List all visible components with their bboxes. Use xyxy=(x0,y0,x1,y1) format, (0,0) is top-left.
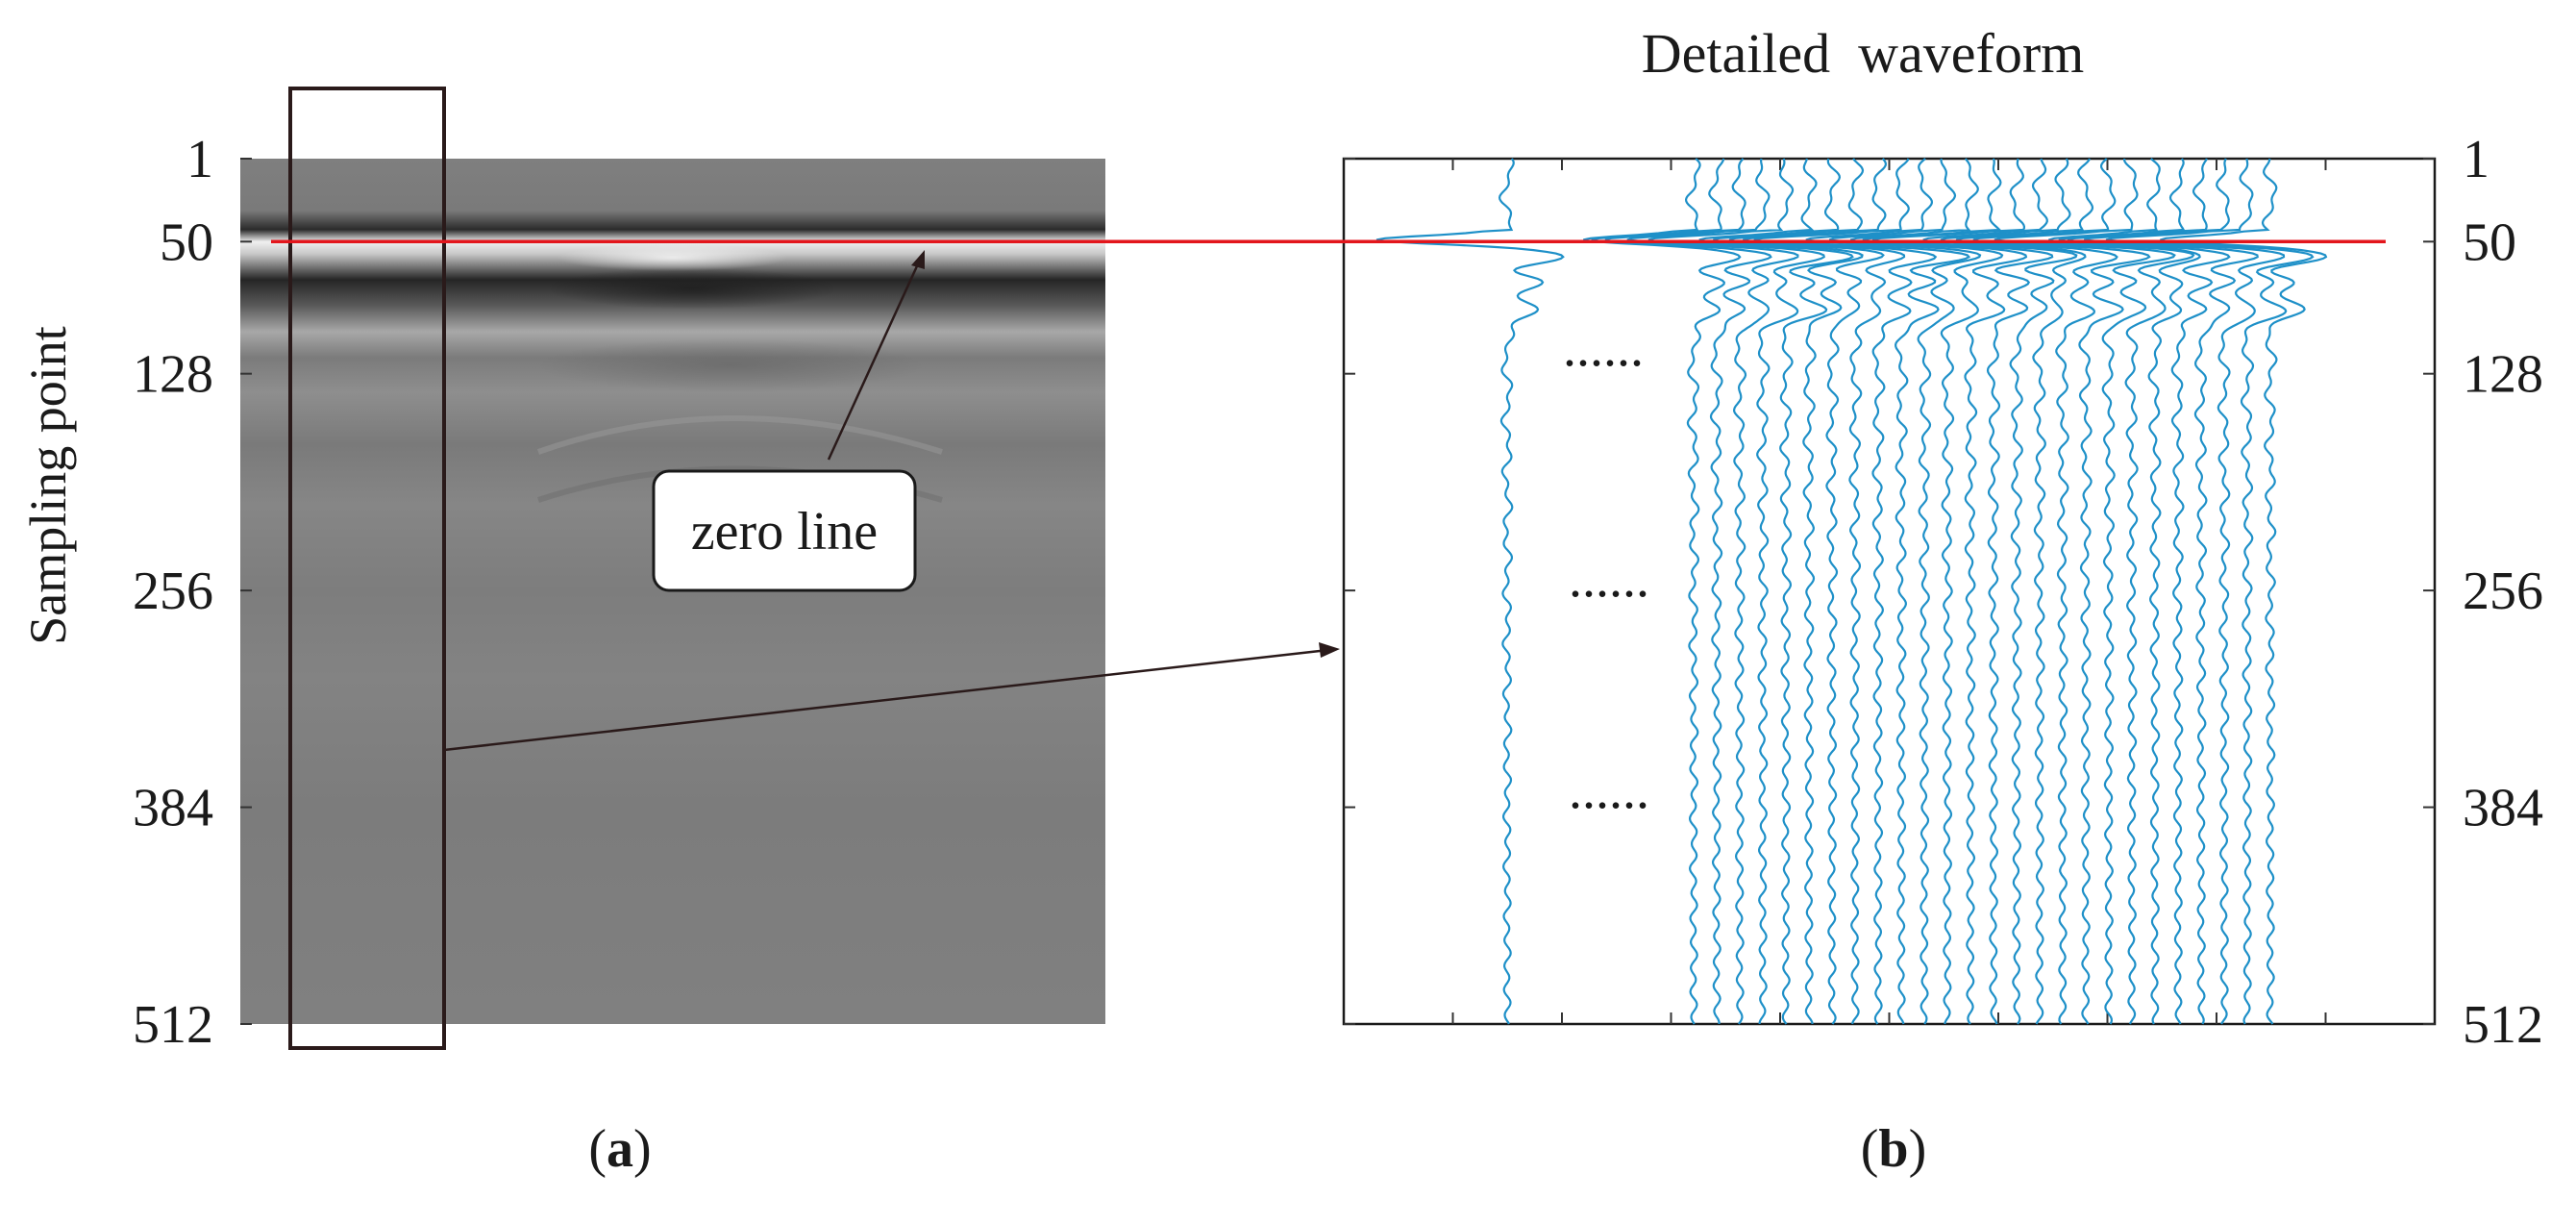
waveform-trace xyxy=(1698,158,1864,1025)
y-tick-label: 256 xyxy=(2463,562,2543,621)
waveform-trace xyxy=(1871,158,2078,1025)
waveform-trace xyxy=(1955,158,2151,1025)
waveform-trace xyxy=(1828,158,2004,1025)
panel-label-b-open: ( xyxy=(1861,1119,1879,1179)
waveform-trace xyxy=(2058,158,2231,1025)
y-axis-title: Sampling point xyxy=(19,326,77,645)
hyperbola-dark-blob xyxy=(548,267,836,310)
waveform-trace xyxy=(1994,158,2195,1025)
waveform-trace xyxy=(1972,158,2176,1025)
panel-label-b: (b) xyxy=(1861,1119,1926,1179)
zero-line-label: zero line xyxy=(691,502,878,562)
panel-b: 1 50 128 256 384 512 Detailed waveform ......… xyxy=(1342,22,2543,1179)
waveform-trace xyxy=(1862,158,2054,1025)
y-tick-label: 1 xyxy=(2463,130,2489,189)
panel-label-b-close: ) xyxy=(1909,1119,1927,1179)
panel-label-a-open: ( xyxy=(588,1119,607,1179)
hyperbola-light-blob xyxy=(557,244,788,271)
waveform-trace xyxy=(2160,158,2328,1025)
waveform-trace xyxy=(1922,158,2087,1025)
panel-label-a-letter: a xyxy=(607,1119,633,1179)
panel-label-a-close: ) xyxy=(633,1119,652,1179)
ellipsis-1: ...... xyxy=(1563,318,1644,378)
waveform-trace xyxy=(1849,158,2028,1025)
waveform-traces xyxy=(1375,158,2328,1025)
zero-line-callout xyxy=(652,469,917,592)
ellipsis-3: ...... xyxy=(1569,761,1649,820)
panel-label-a: (a) xyxy=(588,1119,651,1179)
waveform-trace xyxy=(2083,158,2286,1025)
waveform-trace xyxy=(1713,158,1885,1025)
waveform-trace xyxy=(2048,158,2201,1025)
waveform-trace-first xyxy=(1375,158,1565,1025)
y-axis-ticks-a: 1 50 128 256 384 512 xyxy=(133,130,252,1055)
waveform-trace xyxy=(1591,158,1772,1025)
waveform-trace xyxy=(1583,158,1742,1025)
y-tick-label: 50 xyxy=(2463,212,2516,272)
zero-line-pointer xyxy=(827,257,923,461)
y-tick-label: 384 xyxy=(133,779,213,838)
waveform-trace xyxy=(1753,158,1971,1025)
x-axis-ticks-b xyxy=(1451,159,2327,1024)
hyperbola-faint-blob xyxy=(538,338,923,392)
y-tick-label: 50 xyxy=(160,212,213,272)
waveform-trace xyxy=(1805,158,1982,1025)
waveform-trace xyxy=(1940,158,2118,1025)
y-tick-label: 256 xyxy=(133,562,213,621)
y-tick-label: 512 xyxy=(2463,995,2543,1055)
arrowhead xyxy=(1319,642,1340,658)
panel-label-b-letter: b xyxy=(1878,1119,1908,1179)
plot-frame xyxy=(1342,157,2437,1026)
waveform-trace xyxy=(1626,158,1825,1024)
waveform-trace xyxy=(1743,158,1938,1025)
selection-box xyxy=(288,87,446,1050)
y-tick-label: 128 xyxy=(2463,345,2543,405)
y-axis-ticks-b: 1 50 128 256 384 512 xyxy=(1344,130,2543,1055)
chart-title: Detailed waveform xyxy=(1642,22,2085,85)
y-tick-label: 128 xyxy=(133,345,213,405)
arrowhead xyxy=(911,250,925,269)
y-tick-label: 1 xyxy=(186,130,213,189)
faint-reflector-curve xyxy=(537,415,943,455)
waveform-trace xyxy=(1728,158,1906,1025)
waveform-trace xyxy=(2105,158,2315,1025)
panel-a: 1 50 128 256 384 512 Sampling point zero line… xyxy=(19,87,1340,1179)
waveform-trace xyxy=(1647,158,1854,1025)
waveform-trace xyxy=(2067,158,2259,1025)
box-to-waveform-arrow xyxy=(443,648,1329,752)
ellipsis-2: ...... xyxy=(1569,549,1649,609)
waveform-trace xyxy=(1604,158,1799,1025)
y-tick-label: 384 xyxy=(2463,779,2543,838)
y-tick-label: 512 xyxy=(133,995,213,1055)
